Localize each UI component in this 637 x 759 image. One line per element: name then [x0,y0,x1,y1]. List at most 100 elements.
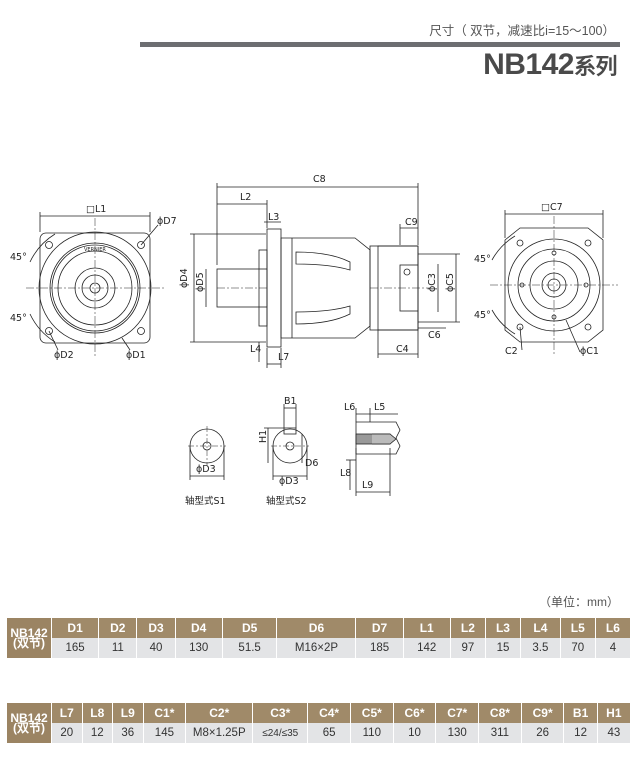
dim-d6: D6 [305,458,318,469]
rear-flange-view [490,210,618,356]
header-cell: C9* [521,703,565,723]
value-cell: 12 [82,723,114,743]
header-cell: C1* [143,703,187,723]
dim-l9: L9 [362,480,373,491]
value-cell: 70 [560,638,596,658]
header-cell: L8 [82,703,114,723]
header-cell: C2* [185,703,254,723]
table-header-row: NB142(双节) L7 L8 L9 C1* C2* C3* C4* C5* C… [7,703,632,743]
dim-d2: ϕD2 [54,350,74,361]
dim-l7: L7 [278,352,289,363]
value-cell: 97 [450,638,486,658]
shaft-s2-view [264,404,309,480]
header-cell: D3 [136,618,176,638]
header-cell: C5* [350,703,394,723]
value-cell: 130 [435,723,480,743]
dim-d1: ϕD1 [126,350,146,361]
header-cell: C4* [307,703,351,723]
header-cell: L3 [485,618,522,638]
row-label-model: NB142 [10,711,48,725]
row-label-type: (双节) [13,721,45,735]
header-cell: B1 [563,703,598,723]
dim-c3: ϕC3 [427,273,438,292]
value-cell: 11 [98,638,138,658]
value-cell: 20 [51,723,83,743]
value-cell: 185 [355,638,404,658]
row-label: NB142(双节) [7,618,52,658]
header-cell: D5 [222,618,278,638]
dim-c9: C9 [405,217,418,228]
value-cell: 130 [175,638,223,658]
shaft-end-detail [346,408,401,496]
value-cell: 3.5 [520,638,561,658]
dim-c6: C6 [428,330,441,341]
dim-c4: C4 [396,344,409,355]
value-cell: 142 [403,638,451,658]
value-cell: 15 [485,638,522,658]
header-cell: C3* [252,703,309,723]
value-cell: 311 [478,723,522,743]
side-section-view [190,183,460,368]
angle-45-top-right: 45° [474,254,491,265]
dim-l4: L4 [250,344,261,355]
value-cell: ≤24/≤35 [252,723,309,743]
value-cell: M8×1.25P [185,723,254,743]
header-cell: L7 [51,703,83,723]
dimension-subtitle: 尺寸（ 双节，减速比i=15～100） [429,24,615,38]
header-cell: D1 [51,618,100,638]
value-cell: 165 [51,638,100,658]
header-cell: L2 [450,618,486,638]
header-cell: L9 [112,703,144,723]
dim-l5: L5 [374,402,385,413]
angle-45-bottom-right: 45° [474,310,491,321]
header-cell: C7* [435,703,480,723]
value-cell: 110 [350,723,394,743]
value-cell: 43 [597,723,632,743]
value-cell: 51.5 [222,638,278,658]
dim-l1: □L1 [86,204,106,215]
dim-b1: B1 [284,396,297,407]
dim-d3-s1: ϕD3 [196,464,216,475]
shaft-s1-view [188,426,226,480]
table-row: 165 11 40 130 51.5 M16×2P 185 142 97 15 … [7,638,632,658]
dim-l2: L2 [240,192,251,203]
header-cell: C6* [393,703,437,723]
header-cell: L6 [595,618,632,638]
header-cell: C8* [478,703,522,723]
angle-45-bottom-left: 45° [10,313,27,324]
dim-c8: C8 [313,174,326,185]
dim-h1: H1 [258,430,269,443]
value-cell: 40 [136,638,176,658]
value-cell: 36 [112,723,144,743]
dim-c2: C2 [505,346,518,357]
shaft-type-s2-label: 轴型式S2 [266,495,307,507]
header-cell: D4 [175,618,223,638]
unit-label: （单位：mm） [539,595,619,609]
value-cell: 12 [563,723,598,743]
technical-drawing: □L1 ϕD7 45° 45° ϕD2 ϕD1 VERNIER C8 L2 L3… [10,174,618,507]
header-cell: L1 [403,618,451,638]
value-cell: M16×2P [276,638,357,658]
header-cell: H1 [597,703,632,723]
header-cell: D7 [355,618,404,638]
value-cell: 4 [595,638,632,658]
dim-c5: ϕC5 [445,273,456,292]
value-cell: 65 [307,723,351,743]
dim-c7: □C7 [541,202,563,213]
series-title: NB142系列 [483,48,617,82]
value-cell: 10 [393,723,437,743]
brand-mark: VERNIER [84,247,106,253]
dim-d5: ϕD5 [195,272,206,292]
row-label-type: (双节) [13,636,45,650]
dim-c1: ϕC1 [580,346,599,357]
row-label: NB142(双节) [7,703,52,743]
dim-l8: L8 [340,468,351,479]
header-cell: D2 [98,618,138,638]
dim-d7: ϕD7 [157,216,177,227]
angle-45-top-left: 45° [10,252,27,263]
series-model: NB142 [483,48,574,81]
value-cell: 26 [521,723,565,743]
header-cell: D6 [276,618,357,638]
shaft-type-s1-label: 轴型式S1 [185,495,226,507]
table-header-row: NB142(双节) D1 D2 D3 D4 D5 D6 D7 L1 L2 L3 … [7,618,632,658]
